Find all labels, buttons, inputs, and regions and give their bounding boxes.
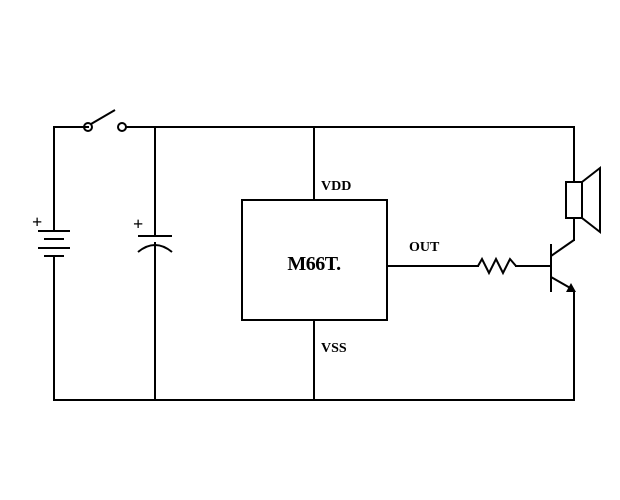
transistor (550, 239, 576, 401)
speaker (565, 126, 601, 241)
switch (83, 109, 127, 132)
transistor-collector (550, 239, 575, 257)
battery: + (32, 126, 70, 401)
transistor-emitter (550, 276, 573, 290)
pin-vdd-label: VDD (321, 179, 351, 194)
resistor (386, 256, 552, 276)
chip-body (241, 199, 388, 321)
battery-polarity: + (32, 212, 42, 232)
capacitor-polarity: + (133, 214, 143, 234)
pin-out-label: OUT (409, 240, 440, 255)
emitter-arrow-icon (566, 283, 576, 292)
chip: M66T. VDD VSS OUT (241, 126, 440, 401)
speaker-magnet (565, 181, 583, 219)
pin-vss-label: VSS (321, 341, 347, 356)
capacitor: + (133, 126, 173, 401)
speaker-cone-icon (581, 165, 601, 235)
chip-name: M66T. (287, 253, 341, 275)
